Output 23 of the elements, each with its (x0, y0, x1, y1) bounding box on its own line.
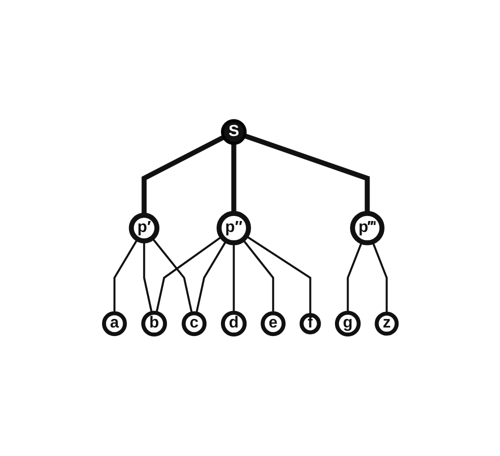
node-circle: c (181, 311, 206, 336)
connector (242, 239, 274, 314)
node-circle: p′ (128, 212, 160, 244)
connector (155, 236, 222, 314)
node-circle: a (102, 311, 127, 336)
node-circle: z (374, 312, 398, 336)
connector (195, 240, 227, 314)
connector (141, 135, 225, 216)
node-circle: p″ (216, 211, 251, 246)
connector (245, 235, 311, 316)
node-circle: S (220, 119, 246, 145)
connector (151, 238, 193, 314)
connector (113, 238, 138, 314)
node-circle: e (260, 311, 286, 336)
connector (243, 134, 370, 214)
node-circle: d (220, 310, 246, 337)
node-circle: b (140, 310, 167, 337)
connector (371, 242, 388, 314)
connector (230, 144, 236, 214)
connector (346, 242, 362, 313)
connector (232, 242, 234, 313)
node-circle: g (334, 310, 360, 337)
connector (142, 241, 152, 314)
